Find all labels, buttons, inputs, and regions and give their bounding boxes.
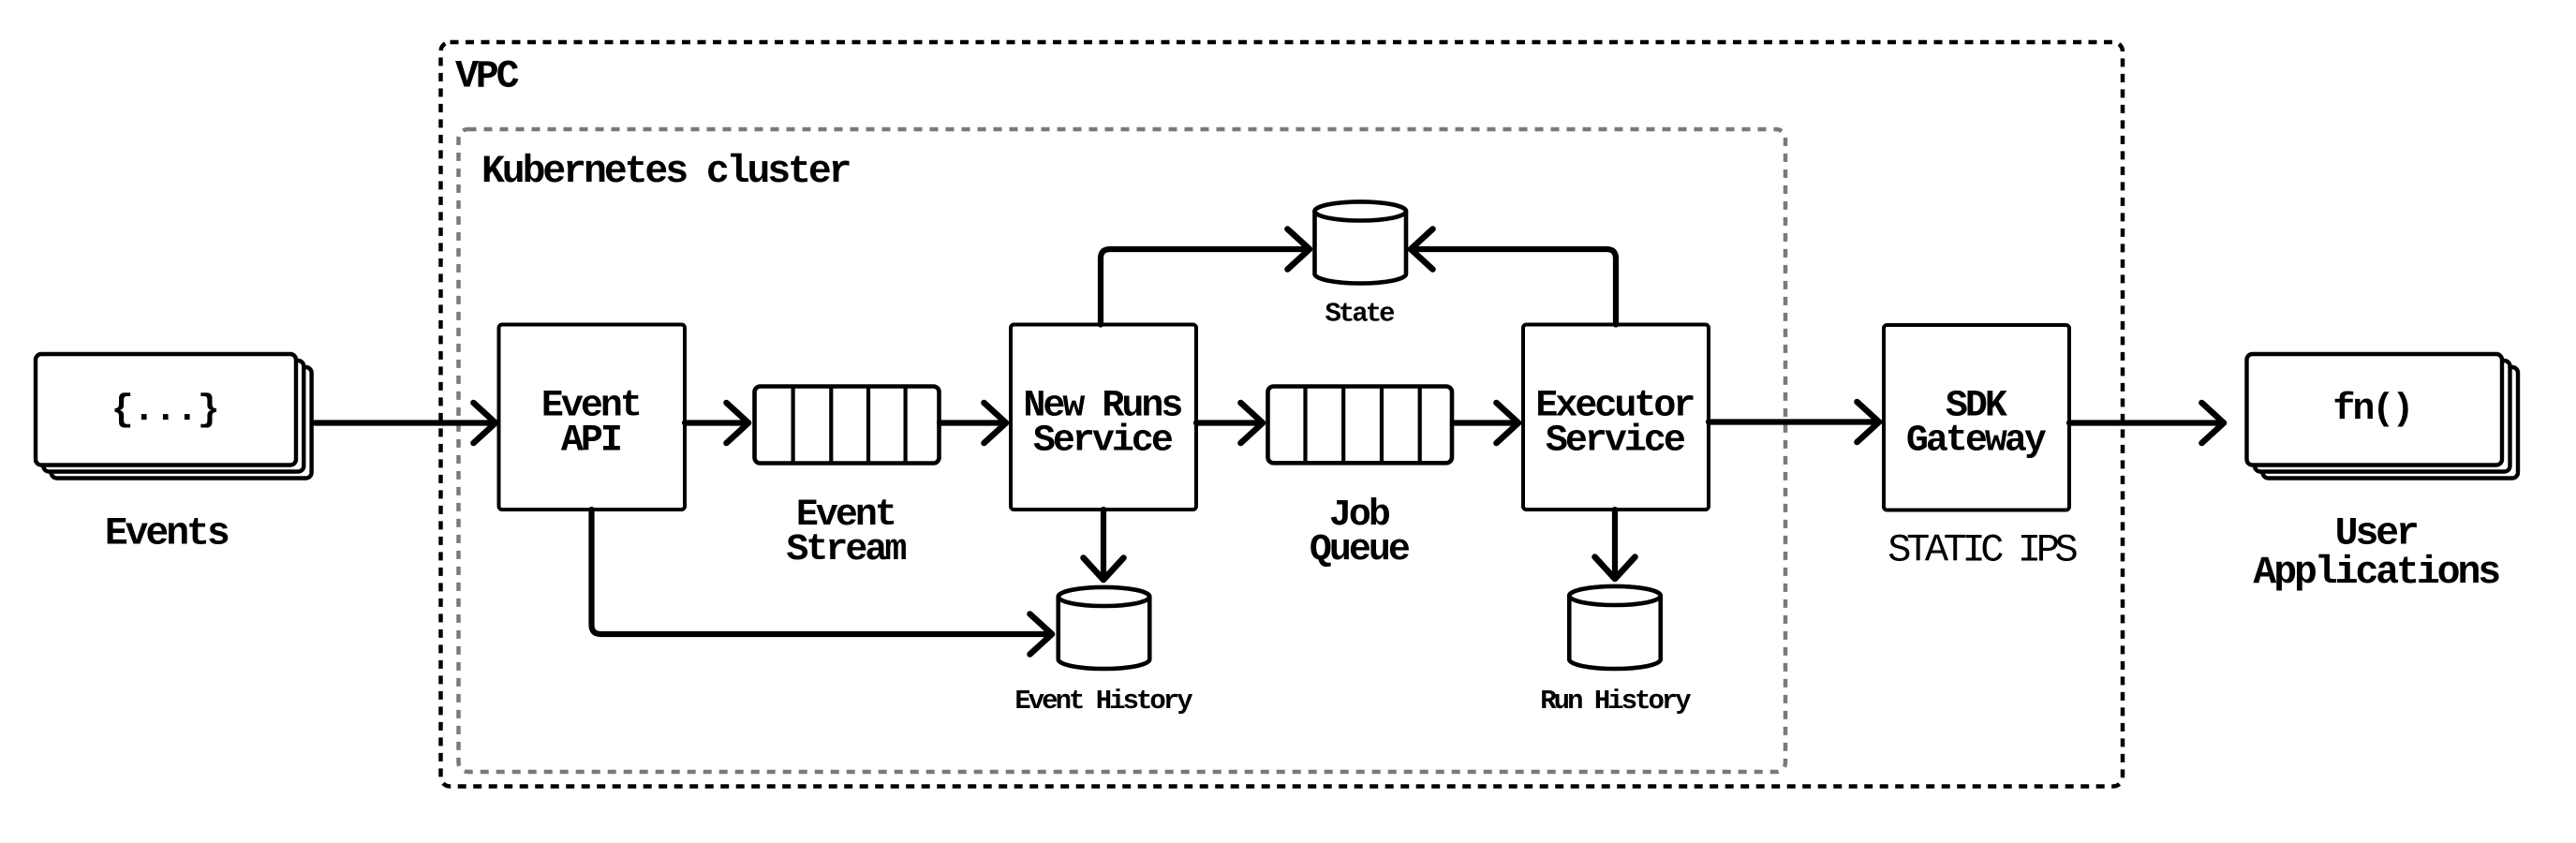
svg-text:Executor: Executor [1535, 386, 1694, 428]
svg-text:New Runs: New Runs [1023, 386, 1181, 428]
svg-text:Queue: Queue [1310, 529, 1410, 571]
svg-text:{...}: {...} [111, 390, 219, 432]
svg-text:SDK: SDK [1946, 386, 2007, 428]
svg-text:Run History: Run History [1540, 686, 1691, 717]
svg-text:Event: Event [796, 495, 895, 537]
svg-text:Events: Events [105, 512, 229, 556]
svg-text:Service: Service [1033, 421, 1173, 463]
svg-text:Job: Job [1329, 495, 1390, 537]
svg-text:Gateway: Gateway [1906, 421, 2047, 463]
svg-text:fn(): fn() [2332, 389, 2411, 431]
svg-text:Event: Event [541, 386, 640, 428]
svg-text:Applications: Applications [2253, 551, 2499, 595]
svg-text:Kubernetes cluster: Kubernetes cluster [481, 150, 850, 194]
svg-text:Event History: Event History [1014, 686, 1192, 717]
svg-text:User: User [2335, 512, 2417, 556]
svg-text:API: API [561, 421, 620, 463]
svg-text:STATIC IPS: STATIC IPS [1888, 528, 2077, 573]
svg-text:State: State [1325, 299, 1394, 330]
svg-text:Stream: Stream [786, 529, 906, 571]
svg-text:VPC: VPC [455, 55, 519, 99]
svg-text:Service: Service [1546, 421, 1685, 463]
